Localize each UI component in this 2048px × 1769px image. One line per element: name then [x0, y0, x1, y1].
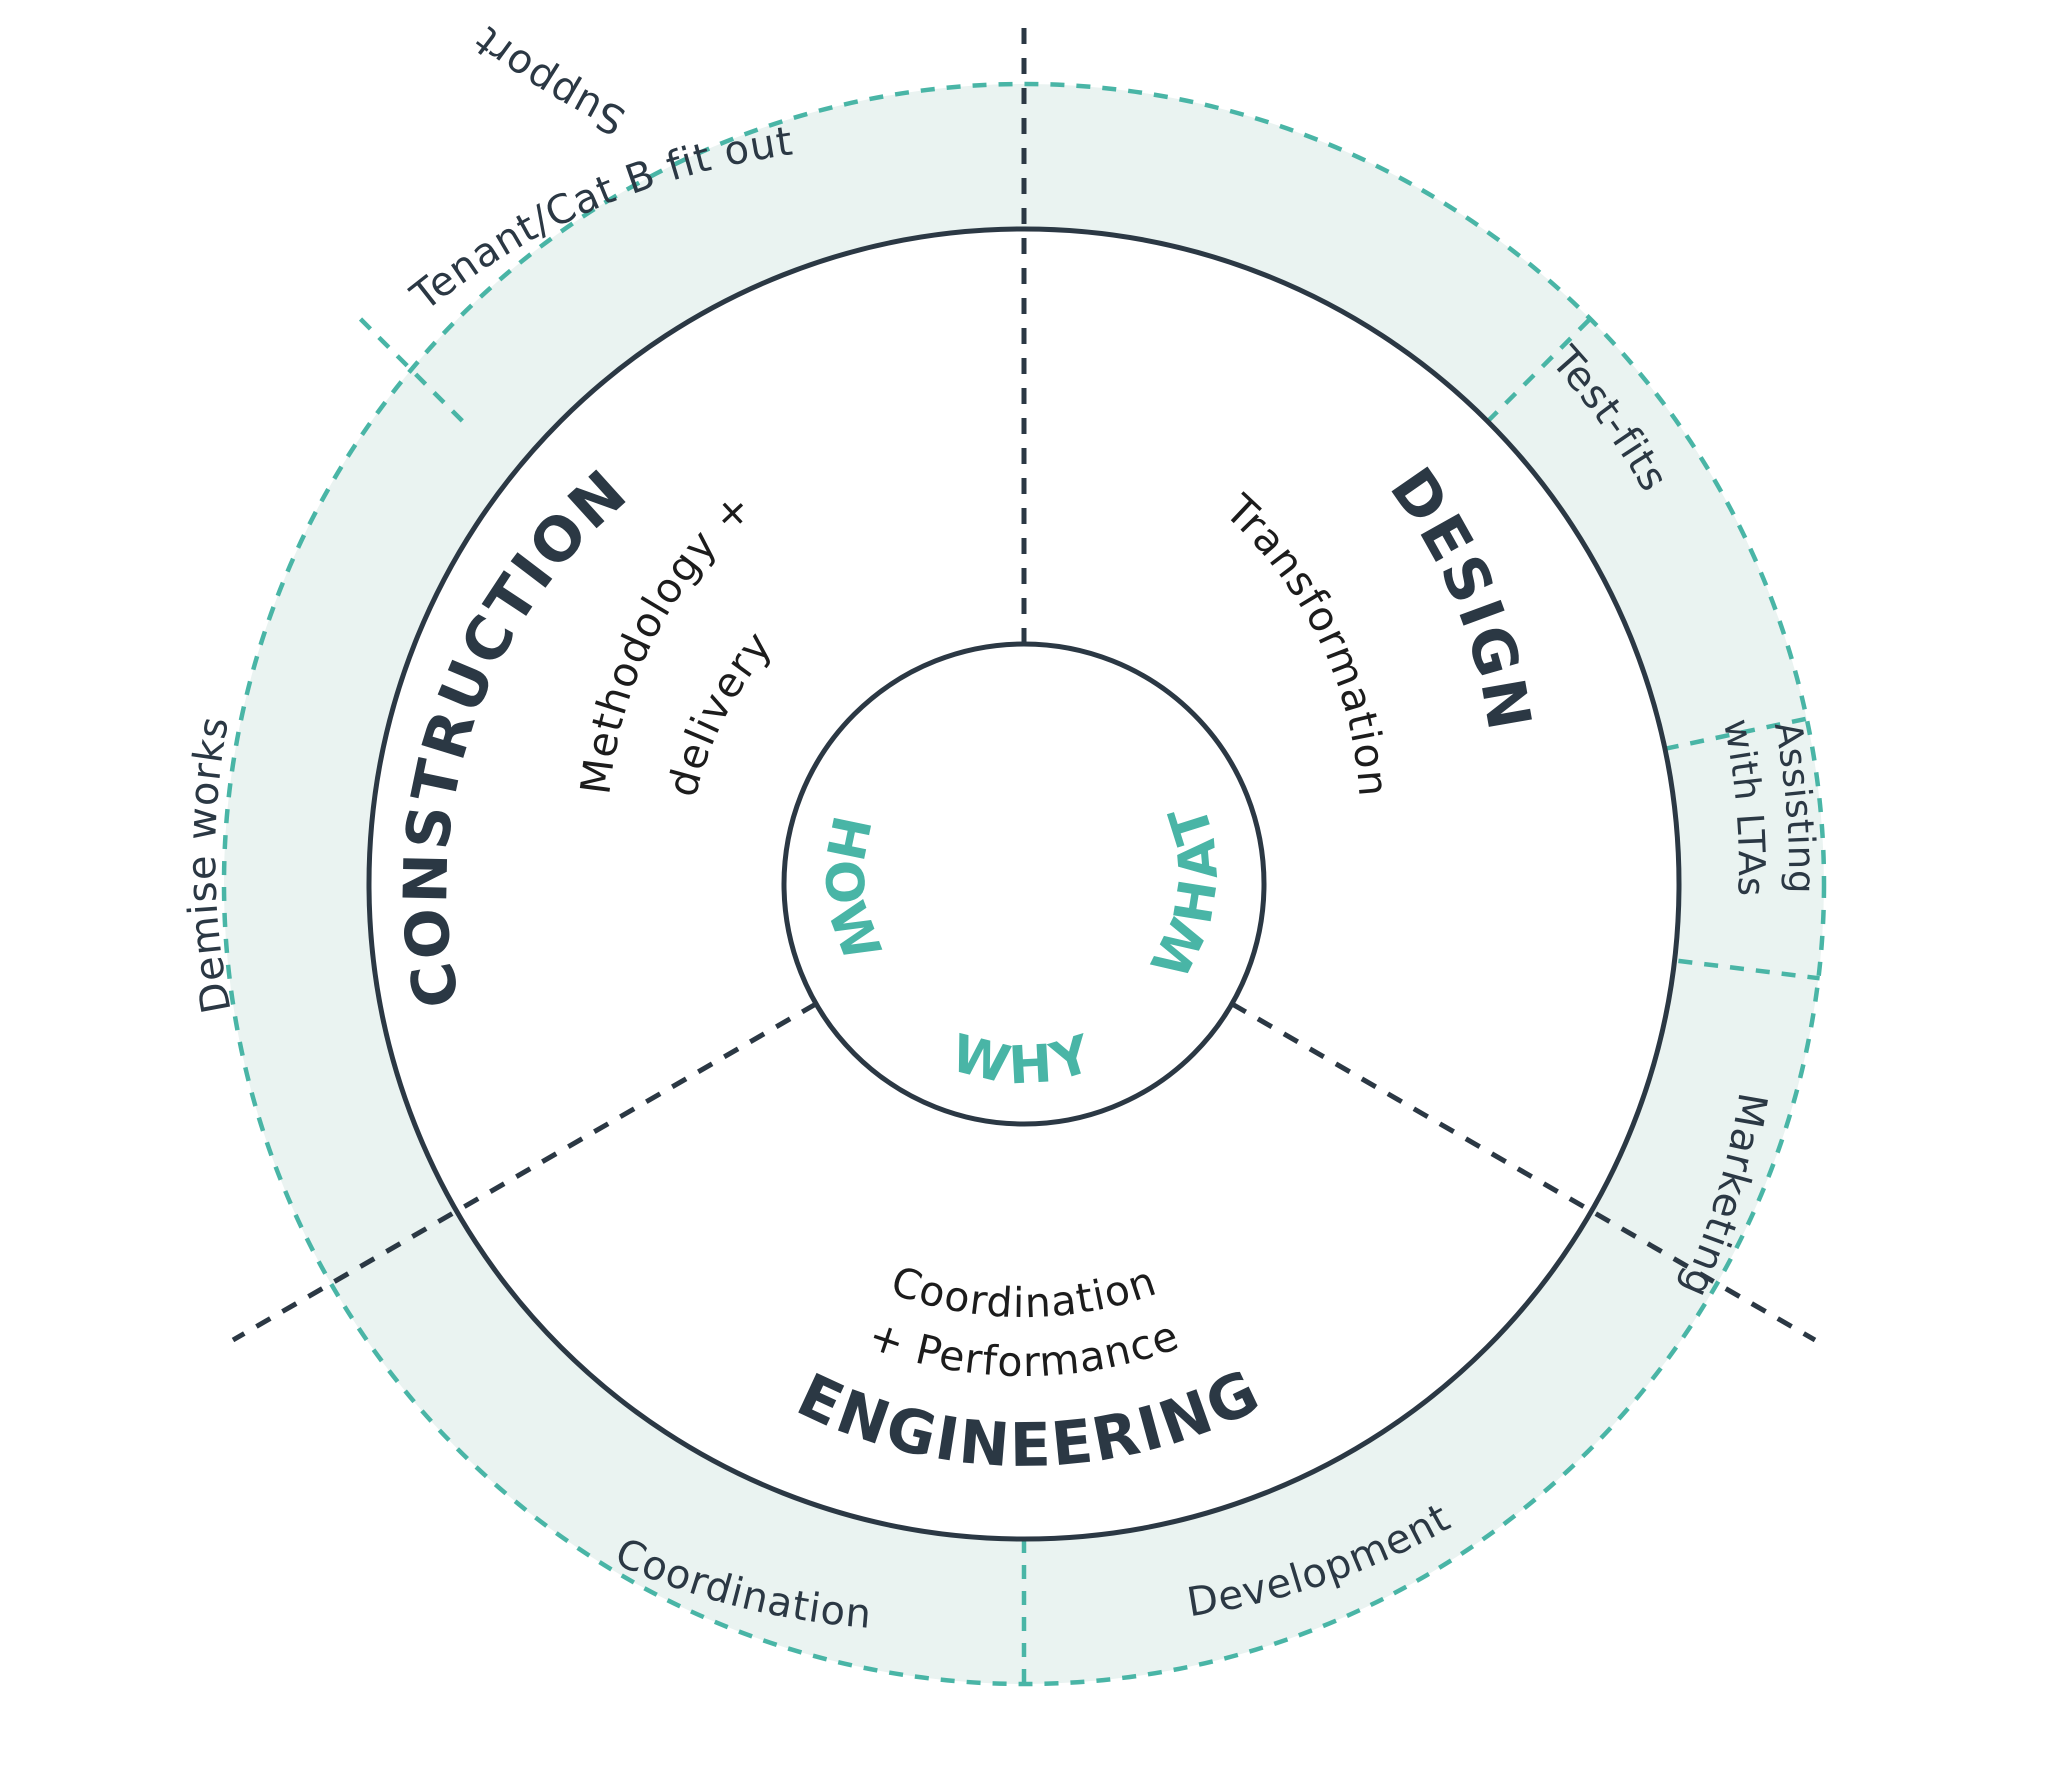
- outer-ring-boundary: [221, 81, 1827, 1687]
- core-circle: [781, 641, 1267, 1127]
- outer-label-support: Support: [466, 17, 633, 144]
- outer-ring: Support Test-fits Assisting with LTAs Ma…: [179, 17, 1827, 1687]
- core-circle-group: WHAT HOW WHY: [781, 641, 1267, 1127]
